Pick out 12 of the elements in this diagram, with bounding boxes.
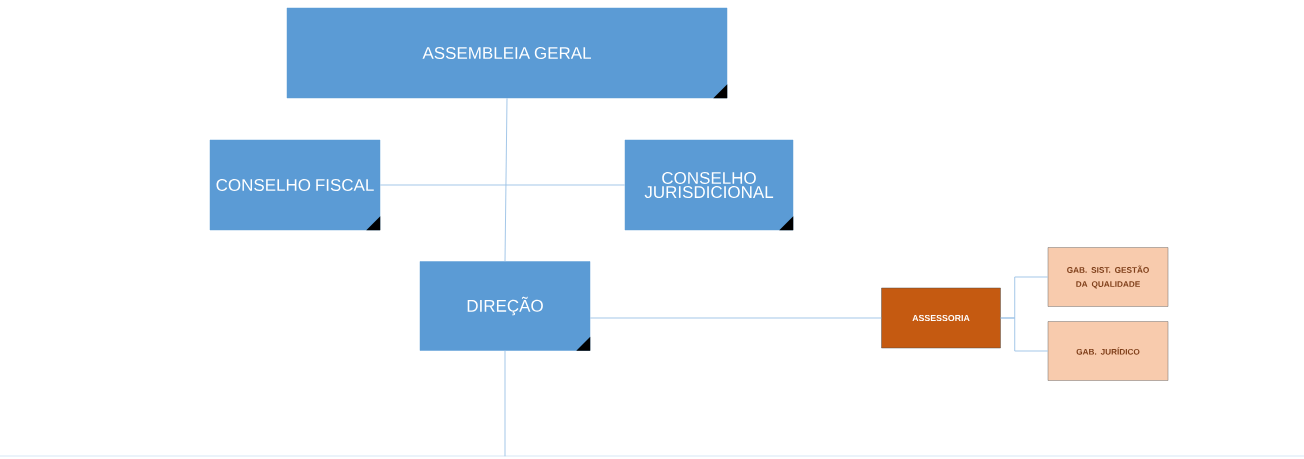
org-box: ASSEMBLEIA GERAL	[286, 7, 728, 99]
connector-line	[379, 184, 626, 186]
connector-line	[504, 97, 508, 262]
org-box: CONSELHO FISCAL	[209, 139, 381, 231]
org-box: GAB. SIST. GESTÃO DA QUALIDADE	[1047, 247, 1169, 307]
org-box: DIREÇÃO	[419, 261, 591, 351]
org-box: CONSELHO JURISDICIONAL	[624, 139, 794, 231]
connector-line	[589, 317, 882, 319]
connector-line	[1000, 317, 1049, 352]
connector-line	[504, 350, 506, 457]
org-box: ASSESSORIA	[881, 287, 1001, 349]
org-box: GAB. JURÍDICO	[1047, 321, 1169, 381]
